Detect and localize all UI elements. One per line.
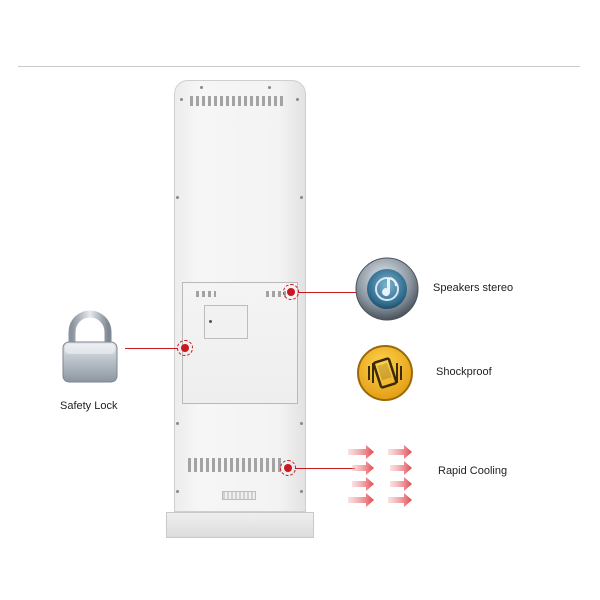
- screw: [300, 196, 303, 199]
- rapid-cooling-feature: [346, 437, 420, 511]
- top-divider: [18, 66, 580, 67]
- screw: [176, 490, 179, 493]
- cooling-marker: [280, 460, 296, 476]
- speaker-icon: [355, 257, 419, 321]
- airflow-arrows-icon: [348, 445, 412, 507]
- screw: [296, 98, 299, 101]
- lock-leader-line: [125, 348, 178, 349]
- kiosk-base: [166, 512, 314, 538]
- screw: [180, 98, 183, 101]
- padlock-icon: [62, 310, 118, 383]
- shockproof-feature: [356, 344, 414, 402]
- screw: [176, 422, 179, 425]
- top-vent: [190, 96, 286, 106]
- screw: [268, 86, 271, 89]
- rapid-cooling-label: Rapid Cooling: [438, 465, 508, 477]
- shockproof-label: Shockproof: [436, 366, 492, 378]
- cooling-leader-line: [295, 468, 355, 469]
- screw: [300, 422, 303, 425]
- cooling-vent: [188, 458, 284, 472]
- screw: [176, 196, 179, 199]
- screw: [300, 490, 303, 493]
- safety-lock-label: Safety Lock: [60, 400, 118, 412]
- lock-marker: [177, 340, 193, 356]
- speaker-leader-line: [298, 292, 356, 293]
- safety-lock-feature: [55, 308, 125, 388]
- speaker-grille-right: [266, 291, 286, 297]
- speakers-feature: [354, 256, 420, 322]
- port-strip: [222, 491, 256, 500]
- access-panel: [182, 282, 298, 404]
- speaker-grille-left: [196, 291, 216, 297]
- shockproof-phone-icon: [357, 345, 413, 401]
- screw: [200, 86, 203, 89]
- speakers-label: Speakers stereo: [433, 282, 514, 294]
- speaker-marker: [283, 284, 299, 300]
- lock-compartment-door: [204, 305, 248, 339]
